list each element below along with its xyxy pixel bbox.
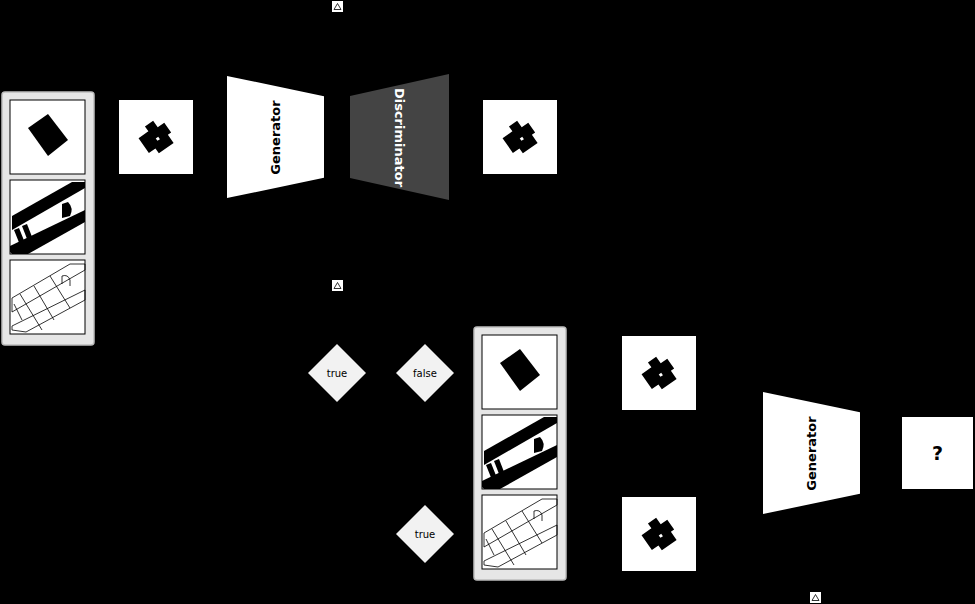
node-label: true xyxy=(415,529,436,540)
discriminator-block-fill xyxy=(350,74,449,200)
generator-block-fill xyxy=(763,392,860,514)
decision-diamond-fill xyxy=(396,505,454,563)
input-panel xyxy=(474,327,566,580)
node-label: Generator xyxy=(804,416,819,490)
input-panel xyxy=(2,92,94,345)
output-box-fill xyxy=(902,417,973,489)
node-label: Generator xyxy=(268,100,283,174)
node-label: ? xyxy=(932,442,943,464)
decision-diamond-fill xyxy=(396,344,454,402)
generator-block: Generator xyxy=(763,392,860,514)
discriminator-block: Discriminator xyxy=(350,74,449,200)
output-box: ? xyxy=(902,417,973,489)
decision-diamond-fill xyxy=(308,344,366,402)
decision-diamond: true xyxy=(396,505,454,563)
decision-diamond: true xyxy=(308,344,366,402)
node-label: true xyxy=(327,368,348,379)
generator-block-fill xyxy=(227,76,324,198)
decision-diamond: false xyxy=(396,344,454,402)
node-label: Discriminator xyxy=(392,87,407,186)
generator-block: Generator xyxy=(227,76,324,198)
node-label: false xyxy=(413,368,437,379)
